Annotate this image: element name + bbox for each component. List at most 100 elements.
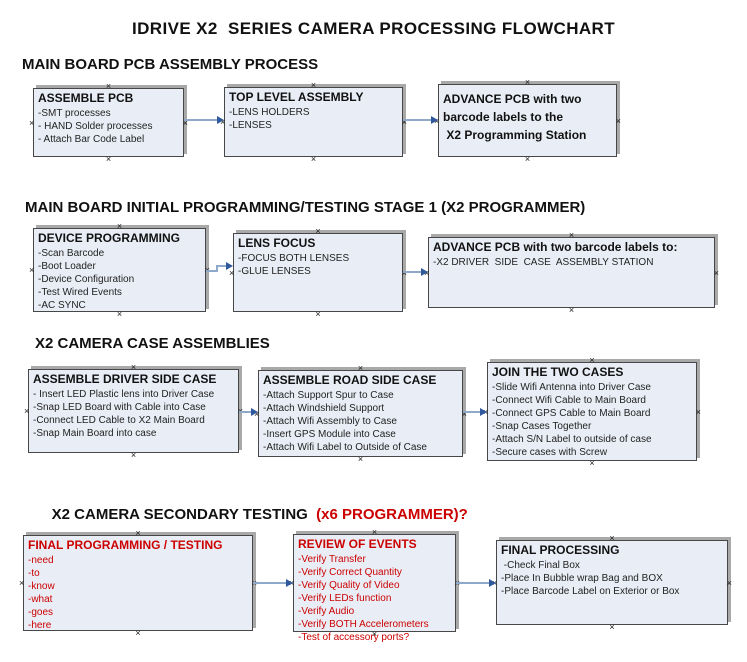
box-lines: -X2 DRIVER SIDE CASE ASSEMBLY STATION	[433, 256, 710, 269]
connector-handle-icon	[727, 579, 732, 587]
box-title: FINAL PROGRAMMING / TESTING	[28, 538, 223, 552]
box-lines: -Check Final Box -Place In Bubble wrap Ba…	[501, 559, 723, 598]
box-assemble-road-side-case[interactable]: ASSEMBLE ROAD SIDE CASE -Attach Support …	[258, 370, 463, 457]
box-advance-pcb-programming-station[interactable]: ADVANCE PCB with two barcode labels to t…	[438, 84, 617, 157]
box-review-of-events[interactable]: REVIEW OF EVENTS -Verify Transfer -Verify…	[293, 534, 456, 643]
box-line: -Device Configuration	[38, 274, 135, 285]
box-line: -Attach S/N Label to outside of case	[492, 434, 652, 445]
arrowhead-icon	[489, 579, 496, 587]
box-device-programming[interactable]: DEVICE PROGRAMMING -Scan Barcode -Boot Lo…	[33, 228, 206, 312]
connector-handle-icon	[609, 623, 614, 631]
box-join-the-two-cases[interactable]: JOIN THE TWO CASES -Slide Wifi Antenna i…	[487, 362, 697, 461]
connector-handle-icon	[569, 231, 574, 239]
box-line: -Secure cases with Screw	[492, 447, 608, 458]
box-line: -Place Barcode Label on Exterior or Box	[501, 586, 680, 597]
connector-handle-icon	[131, 363, 136, 371]
box-final-processing[interactable]: FINAL PROCESSING -Check Final Box -Place …	[496, 540, 728, 625]
box-line: -to	[28, 568, 40, 579]
box-title: ASSEMBLE PCB	[38, 91, 134, 105]
box-line: -what	[28, 594, 53, 605]
box-title: REVIEW OF EVENTS	[298, 537, 417, 551]
box-lens-focus[interactable]: LENS FOCUS -FOCUS BOTH LENSES -GLUE LENSE…	[233, 233, 403, 312]
connector-handle-icon	[311, 81, 316, 89]
box-assemble-driver-side-case[interactable]: ASSEMBLE DRIVER SIDE CASE - Insert LED P…	[28, 369, 239, 453]
box-line: -Verify LEDs function	[298, 593, 392, 604]
connector-handle-icon	[569, 306, 574, 314]
box-line: -X2 DRIVER SIDE CASE ASSEMBLY STATION	[433, 257, 654, 268]
box-line: -SMT processes	[38, 108, 111, 119]
arrowhead-icon	[286, 579, 293, 587]
box-line: -Slide Wifi Antenna into Driver Case	[492, 382, 651, 393]
connector-handle-icon	[589, 459, 594, 467]
box-line: -FOCUS BOTH LENSES	[238, 253, 350, 264]
box-line: -Snap LED Board with Cable into Case	[33, 402, 206, 413]
box-title: ASSEMBLE ROAD SIDE CASE	[263, 373, 437, 387]
box-line: -know	[28, 581, 55, 592]
box-title: ASSEMBLE DRIVER SIDE CASE	[33, 372, 217, 386]
box-line: -LENSES	[229, 120, 272, 131]
box-line: -Test Wired Events	[38, 287, 122, 298]
connector-handle-icon	[616, 117, 621, 125]
connector-handle-icon	[315, 310, 320, 318]
box-title: ADVANCE PCB with two barcode labels to:	[433, 240, 678, 254]
connector-handle-icon	[589, 356, 594, 364]
box-lines: -SMT processes- HAND Solder processes- A…	[38, 107, 179, 146]
connector-handle-icon	[315, 227, 320, 235]
box-line: -Boot Loader	[38, 261, 96, 272]
section-header-pcb-assembly: MAIN BOARD PCB ASSEMBLY PROCESS	[22, 56, 319, 73]
box-line: -Scan Barcode	[38, 248, 105, 259]
box-line: - Insert LED Plastic lens into Driver Ca…	[33, 389, 215, 400]
connector-handle-icon	[311, 155, 316, 163]
connector-handle-icon	[19, 579, 24, 587]
connector-handle-icon	[525, 155, 530, 163]
box-line: -Connect LED Cable to X2 Main Board	[33, 415, 205, 426]
connector-handle-icon	[29, 119, 34, 127]
box-line: -Snap Cases Together	[492, 421, 592, 432]
box-lines: -Attach Support Spur to Case-Attach Wind…	[263, 389, 458, 454]
section-header-initial-programming: MAIN BOARD INITIAL PROGRAMMING/TESTING S…	[25, 199, 586, 216]
box-title: DEVICE PROGRAMMING	[38, 231, 181, 245]
box-final-programming-testing[interactable]: FINAL PROGRAMMING / TESTING -need -to -kno…	[23, 535, 253, 631]
box-line: -Verify Audio	[298, 606, 355, 617]
box-lines: -need-to-know-what-goes-here	[28, 554, 248, 632]
box-advance-pcb-driver-side[interactable]: ADVANCE PCB with two barcode labels to: …	[428, 237, 715, 308]
section-header-red-part: (x6 PROGRAMMER)?	[311, 506, 468, 523]
arrowhead-icon	[226, 262, 233, 270]
box-title: LENS FOCUS	[238, 236, 316, 250]
arrowhead-icon	[421, 268, 428, 276]
box-lines: -Slide Wifi Antenna into Driver Case -Con…	[492, 381, 692, 459]
arrowhead-icon	[217, 116, 224, 124]
section-header-black-part: X2 CAMERA SECONDARY TESTING	[51, 506, 312, 523]
box-line: -Verify Correct Quantity	[298, 567, 402, 578]
box-line: -need	[28, 555, 54, 566]
arrowhead-icon	[431, 116, 438, 124]
box-assemble-pcb[interactable]: ASSEMBLE PCB -SMT processes - HAND Solder…	[33, 88, 184, 157]
section-header-case-assemblies: X2 CAMERA CASE ASSEMBLIES	[35, 335, 270, 352]
connector-handle-icon	[358, 364, 363, 372]
box-line: -Place In Bubble wrap Bag and BOX	[501, 573, 663, 584]
box-line: -AC SYNC	[38, 300, 86, 311]
box-line: -Test of accessory ports?	[298, 632, 410, 643]
box-line: - HAND Solder processes	[38, 121, 153, 132]
arrowhead-icon	[480, 408, 487, 416]
connector-handle-icon	[106, 155, 111, 163]
box-lines: -Scan Barcode -Boot Loader -Device Configu…	[38, 247, 201, 312]
box-line: -Snap Main Board into case	[33, 428, 157, 439]
box-line: -GLUE LENSES	[238, 266, 311, 277]
box-line: -Verify Transfer	[298, 554, 366, 565]
box-line: -Check Final Box	[501, 560, 580, 571]
page-title: IDRIVE X2 SERIES CAMERA PROCESSING FLOWC…	[131, 19, 616, 38]
box-line: -Attach Wifi Label to Outside of Case	[263, 442, 427, 453]
section-header-secondary-testing: X2 CAMERA SECONDARY TESTING (x6 PROGRAMM…	[35, 489, 468, 540]
connector-handle-icon	[117, 222, 122, 230]
box-title: FINAL PROCESSING	[501, 543, 620, 557]
box-title: JOIN THE TWO CASES	[492, 365, 624, 379]
box-line: -Insert GPS Module into Case	[263, 429, 396, 440]
connector-handle-icon	[714, 269, 719, 277]
box-line: -Connect GPS Cable to Main Board	[492, 408, 651, 419]
box-top-level-assembly[interactable]: TOP LEVEL ASSEMBLY -LENS HOLDERS-LENSES	[224, 87, 403, 157]
connector-handle-icon	[696, 408, 701, 416]
connector-handle-icon	[609, 534, 614, 542]
box-line: -goes	[28, 607, 54, 618]
